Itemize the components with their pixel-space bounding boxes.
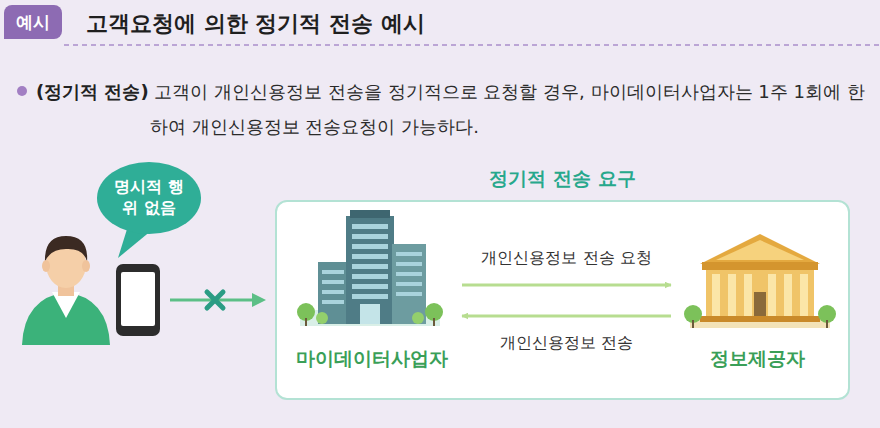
provider-building-part [712,274,808,316]
mydata-building-part [322,224,422,304]
panel-fill [276,201,849,399]
mydata-building-part [305,318,307,326]
example-tag-text: 예시 [16,11,50,34]
mydata-building-part [360,304,380,324]
provider-building-part [690,318,830,328]
mydata-building-part-part [396,282,422,286]
mydata-building-part [300,310,440,326]
mydata-building-part-part [396,262,422,266]
edge-label: 개인신용정보 전송 [496,333,637,354]
speech-bubble: 명시적 행위 없음 [97,162,201,234]
mydata-building-part [392,244,426,324]
mydata-operator: 마이데이터사업자 [288,210,456,376]
blocked-arrow-part [170,299,256,302]
person-icon-part [58,280,74,296]
person-icon-part [45,236,87,262]
mydata-building-part-part [352,284,388,289]
blocked-arrow [170,292,266,308]
phone-icon-part [116,264,160,336]
request-panel-text: 정기적 전송 요구 [277,166,848,192]
mydata-building-part-part [396,292,422,296]
example-tag: 예시 [4,5,62,39]
mydata-building-part-part [396,252,422,256]
mydata-building-part-part [352,264,388,269]
provider-building-part [700,316,820,322]
bullet-text: 고객이 개인신용정보 전송을 정기적으로 요청할 경우, 마이데이터사업자는 1… [150,81,865,137]
mydata-building-part-part [322,280,344,284]
mydata-building-part [346,216,394,324]
mydata-building-part [425,303,443,321]
provider-building-part [716,240,804,260]
mydata-building-part-part [322,290,344,294]
mydata-building-part-part [352,294,388,299]
person-icon-part [46,240,86,288]
phone-icon-part [121,272,155,326]
bullet-heading: (정기적 전송) [36,81,149,102]
mydata-building [297,210,443,326]
mydata-building-part-part [352,234,388,239]
provider-building-part-part [744,274,752,316]
mydata-building-part-part [322,300,344,304]
person-icon-part [22,292,110,345]
panel-fill-part [276,201,849,399]
blocked-arrow-part [207,292,223,308]
provider-building-part [754,292,766,316]
phone-icon [116,264,160,336]
title-rule [64,44,880,46]
transfer-arrow [462,315,671,318]
provider-building-part-part [768,274,776,316]
speech-bubble-text: 명시적 행위 없음 [111,177,187,219]
title-text: 고객요청에 의한 정기적 전송 예시 [86,9,425,39]
info-provider: 정보제공자 [677,210,837,376]
provider-building-part [826,320,828,328]
request-panel: 정기적 전송 요구마이데이터사업자정보제공자 [275,200,850,400]
mydata-building-part-part [352,254,388,259]
mydata-building-part-part [352,224,388,229]
provider-building-part [684,305,702,323]
mydata-building-part-part [352,274,388,279]
provider-building-part [702,262,818,270]
bullet-dot [17,86,27,96]
mydata-building-part [412,312,424,324]
transfer-arrow [462,284,671,287]
bullet-paragraph: (정기적 전송) 고객이 개인신용정보 전송을 정기적으로 요청할 경우, 마이… [36,74,872,144]
mydata-building-part-part [396,272,422,276]
provider-building-part [706,270,814,318]
person-icon-part [82,260,90,272]
mydata-building-part [433,318,435,326]
info-provider-text: 정보제공자 [710,346,805,376]
mydata-building-part [297,303,315,321]
provider-building-part-part [800,274,808,316]
blocked-arrow-part [252,293,266,307]
provider-building-part [692,320,694,328]
provider-building-part-part [712,274,720,316]
mydata-building-part-part [322,270,344,274]
mydata-operator-text: 마이데이터사업자 [296,346,448,376]
provider-building-part-part [784,274,792,316]
person-icon-part [52,292,80,318]
provider-building [684,234,836,328]
provider-building-part-part [728,274,736,316]
mydata-building-part [318,262,348,324]
person-icon-part [42,260,50,272]
mydata-building-part [350,210,390,218]
provider-building-part [700,234,820,264]
mydata-building-part-part [352,244,388,249]
person-icon [22,236,110,345]
provider-building-part [818,305,836,323]
mydata-building-part [316,312,328,324]
edge-label: 개인신용정보 전송 요청 [477,248,655,269]
